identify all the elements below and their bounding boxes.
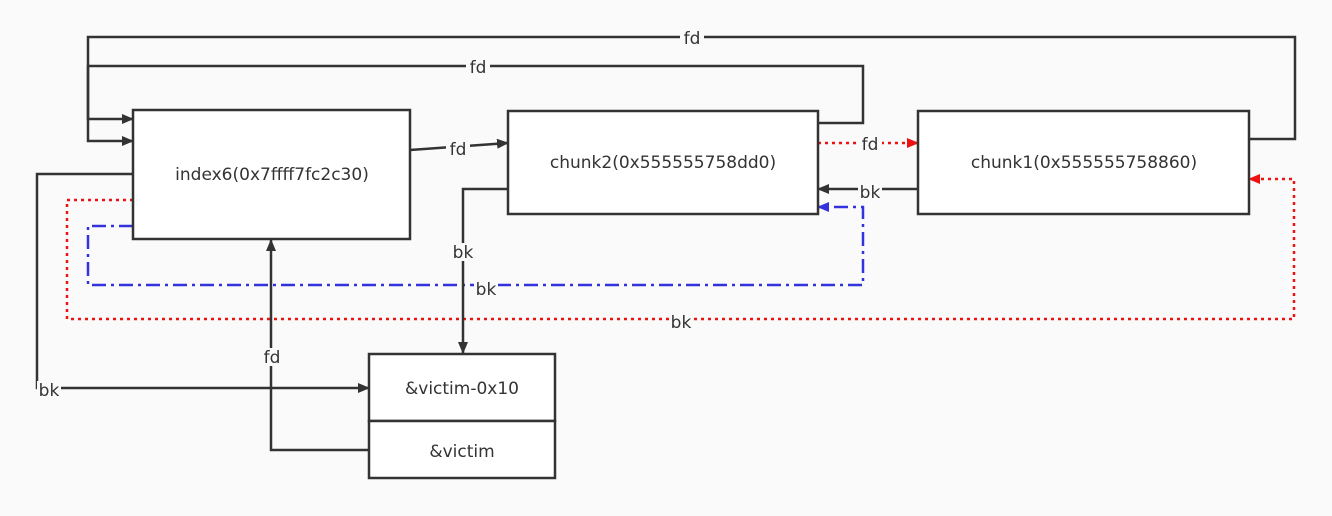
edge-bk-chunk2-victim: [458, 187, 508, 354]
svg-text:fd: fd: [862, 135, 879, 155]
svg-text:fd: fd: [684, 29, 701, 49]
node-victim: &victim: [367, 419, 557, 480]
edge-label-bk-red: bk: [669, 313, 693, 333]
edge-fd-victim-index6: [266, 239, 369, 452]
node-chunk1: chunk1(0x555555758860): [916, 109, 1251, 216]
svg-text:chunk2(0x555555758dd0): chunk2(0x555555758dd0): [550, 153, 776, 173]
edge-label-bk-index6-victim: bk: [37, 381, 61, 401]
node-index6: index6(0x7ffff7fc2c30): [131, 108, 412, 241]
svg-text:bk: bk: [39, 381, 60, 401]
svg-text:bk: bk: [476, 280, 497, 300]
edge-label-fd-victim-index6: fd: [260, 348, 284, 368]
edge-bk-index6-victim: [35, 172, 370, 393]
svg-text:bk: bk: [860, 183, 881, 203]
edge-label-bk-chunk2-victim: bk: [451, 243, 475, 263]
svg-text:chunk1(0x555555758860): chunk1(0x555555758860): [971, 153, 1197, 173]
edge-label-fd-index6-chunk2: fd: [446, 140, 470, 160]
svg-text:bk: bk: [453, 243, 474, 263]
svg-text:fd: fd: [450, 140, 467, 160]
svg-text:fd: fd: [264, 348, 281, 368]
edge-label-bk-blue: bk: [474, 280, 498, 300]
svg-text:fd: fd: [470, 58, 487, 78]
edge-label-fd-chunk2-chunk1: fd: [858, 135, 882, 155]
edge-label-fd-mid: fd: [466, 58, 490, 78]
node-victim-minus-0x10: &victim-0x10: [367, 352, 557, 423]
edge-label-bk-chunk1-chunk2: bk: [858, 183, 882, 203]
svg-text:&victim-0x10: &victim-0x10: [405, 379, 519, 399]
edge-label-fd-outer: fd: [680, 29, 704, 49]
svg-text:bk: bk: [671, 313, 692, 333]
svg-text:&victim: &victim: [429, 442, 494, 462]
svg-text:index6(0x7ffff7fc2c30): index6(0x7ffff7fc2c30): [175, 165, 369, 185]
node-chunk2: chunk2(0x555555758dd0): [506, 109, 820, 216]
